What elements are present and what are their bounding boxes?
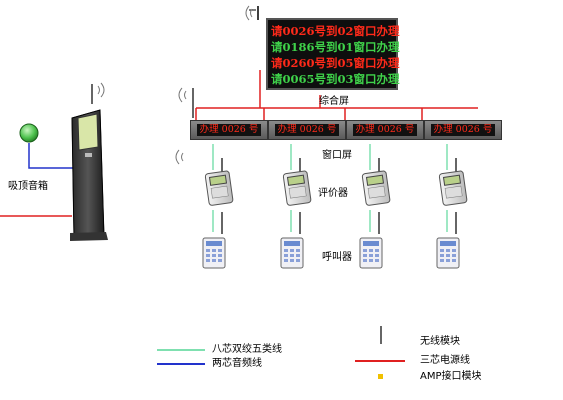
window-screen-3: 办理 0026 号 — [346, 120, 424, 140]
window-screen-1: 办理 0026 号 — [190, 120, 268, 140]
antenna-icon — [221, 158, 457, 234]
legend-audio-label: 两芯音频线 — [212, 358, 262, 369]
caller-label: 呼叫器 — [322, 252, 352, 263]
window-screen-text: 办理 0026 号 — [197, 124, 261, 136]
ceiling-speaker — [19, 123, 39, 143]
composite-line-4: 请0065号到03窗口办理 — [271, 72, 400, 86]
antenna-icon — [175, 149, 184, 165]
audio-wiring — [28, 143, 78, 169]
legend-cat5-label: 八芯双绞五类线 — [212, 344, 282, 355]
speaker-label: 吸顶音箱 — [8, 181, 48, 192]
data-wiring — [212, 144, 448, 232]
evaluator-label: 评价器 — [318, 188, 348, 199]
composite-line-3: 请0260号到05窗口办理 — [271, 56, 400, 70]
window-screen-text: 办理 0026 号 — [275, 124, 339, 136]
power-wiring — [0, 70, 478, 217]
evaluator-devices — [204, 170, 468, 206]
legend-power-label: 三芯电源线 — [420, 355, 470, 366]
window-screen-text: 办理 0026 号 — [431, 124, 495, 136]
queue-kiosk — [70, 109, 108, 241]
composite-screen: 请0026号到02窗口办理 请0186号到01窗口办理 请0260号到05窗口办… — [266, 18, 400, 90]
window-screen-2: 办理 0026 号 — [268, 120, 346, 140]
window-screen-text: 办理 0026 号 — [353, 124, 417, 136]
legend-swatches — [157, 326, 405, 379]
legend-amp-label: AMP接口模块 — [420, 371, 482, 382]
composite-line-1: 请0026号到02窗口办理 — [271, 24, 400, 38]
composite-screen-label: 综合屏 — [319, 96, 349, 107]
window-screen-4: 办理 0026 号 — [424, 120, 502, 140]
antenna-icon — [245, 5, 259, 21]
caller-devices — [202, 237, 460, 269]
composite-line-2: 请0186号到01窗口办理 — [271, 40, 400, 54]
antenna-icon — [91, 82, 105, 104]
legend-wireless-label: 无线模块 — [420, 336, 460, 347]
window-screen-label: 窗口屏 — [322, 150, 352, 161]
antenna-icon — [178, 87, 194, 118]
